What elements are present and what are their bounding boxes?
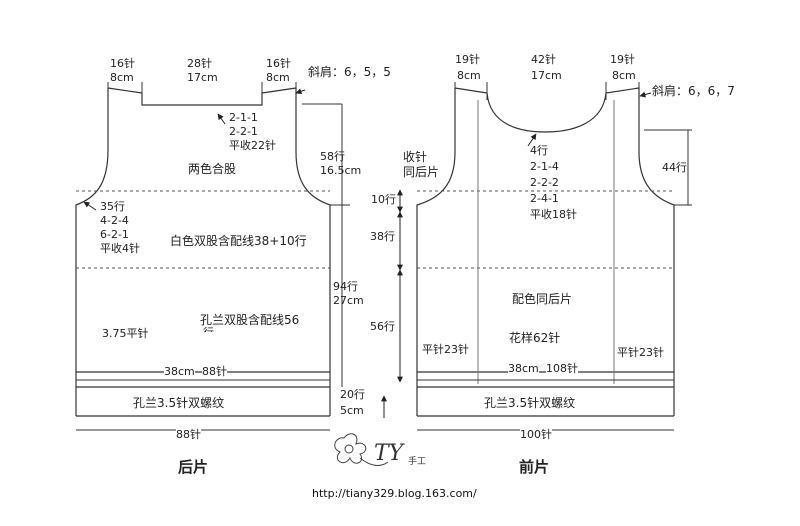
middle-rows-10: 10行: [371, 193, 396, 206]
back-rib: 孔兰3.5针双螺纹: [133, 396, 225, 410]
back-rib-rows: 20行: [340, 388, 365, 401]
svg-text:手工: 手工: [408, 455, 426, 467]
svg-text:TY: TY: [374, 441, 406, 466]
front-neck-dec-3: 2-2-2: [530, 176, 559, 189]
front-top-mid-cm: 17cm: [531, 69, 562, 82]
front-cast-on: 100针: [520, 428, 552, 442]
middle-rows-38: 38行: [370, 230, 395, 243]
front-color-note: 配色同后片: [512, 292, 573, 306]
front-neck-dec-1: 4行: [530, 144, 548, 157]
front-side-right: 平针23针: [617, 346, 664, 360]
back-armhole-dec-2: 4-2-4: [100, 214, 129, 227]
front-rows-44: 44行: [662, 161, 687, 175]
back-width-cm: 38cm: [164, 365, 195, 379]
back-armhole-dec-4: 平收4针: [100, 242, 140, 255]
front-width-stitches: 108针: [546, 362, 578, 376]
middle-note-2: 同后片: [403, 165, 440, 179]
front-side-left: 平针23针: [422, 343, 469, 357]
back-body-rows: 94行: [333, 280, 358, 293]
back-top-right-cm: 8cm: [266, 71, 290, 84]
front-neck-dec-4: 2-4-1: [530, 192, 559, 205]
source-url: http://tiany329.blog.163.com/: [312, 487, 477, 500]
back-rib-cm: 5cm: [340, 404, 364, 417]
front-neck-dec-2: 2-1-4: [530, 160, 559, 173]
back-armhole-dec-1: 35行: [100, 200, 125, 213]
front-top-left-stitches: 19针: [455, 53, 480, 66]
middle-note-1: 收针: [403, 150, 428, 164]
back-body-cm: 27cm: [333, 294, 364, 307]
back-peacock-yarn: 孔兰双股含配线56: [200, 313, 300, 327]
front-pattern: 花样62针: [509, 331, 561, 345]
front-rib: 孔兰3.5针双螺纹: [484, 396, 576, 410]
back-needle: 3.75平针: [102, 327, 149, 340]
back-peacock-yarn-cut: 行: [203, 326, 214, 332]
front-title: 前片: [519, 458, 550, 476]
back-armhole-rows: 58行: [320, 150, 345, 163]
back-armhole-dec-3: 6-2-1: [100, 228, 129, 241]
front-top-left-cm: 8cm: [457, 69, 481, 82]
front-top-right-stitches: 19针: [610, 53, 635, 66]
back-outline: [75, 87, 331, 387]
back-width-stitches: 88针: [202, 365, 227, 379]
back-title: 后片: [178, 458, 209, 476]
front-neck-dec-5: 平收18针: [530, 208, 577, 221]
back-neck-decrease-1: 2-1-1: [229, 111, 258, 124]
middle-rows-56: 56行: [370, 320, 395, 333]
back-top-left-cm: 8cm: [110, 71, 134, 84]
back-cast-on: 88针: [176, 428, 201, 442]
back-neck-decrease-2: 2-2-1: [229, 125, 258, 138]
back-two-color: 两色合股: [188, 162, 237, 176]
front-shoulder-slope: 斜肩：6，6，7: [652, 84, 735, 98]
back-top-mid-stitches: 28针: [187, 57, 212, 70]
back-top-right-stitches: 16针: [266, 57, 291, 70]
back-white-yarn: 白色双股含配线38+10行: [170, 234, 307, 248]
front-top-mid-stitches: 42针: [531, 53, 556, 66]
back-top-left-stitches: 16针: [110, 57, 135, 70]
front-outline: [416, 87, 675, 387]
back-top-mid-cm: 17cm: [187, 71, 218, 84]
back-armhole-cm: 16.5cm: [320, 164, 362, 177]
front-top-right-cm: 8cm: [612, 69, 636, 82]
back-neck-decrease-3: 平收22针: [229, 139, 276, 152]
brand-logo: TY 手工: [330, 428, 440, 480]
front-width-cm: 38cm: [508, 362, 539, 376]
back-shoulder-slope: 斜肩：6，5，5: [308, 65, 391, 79]
